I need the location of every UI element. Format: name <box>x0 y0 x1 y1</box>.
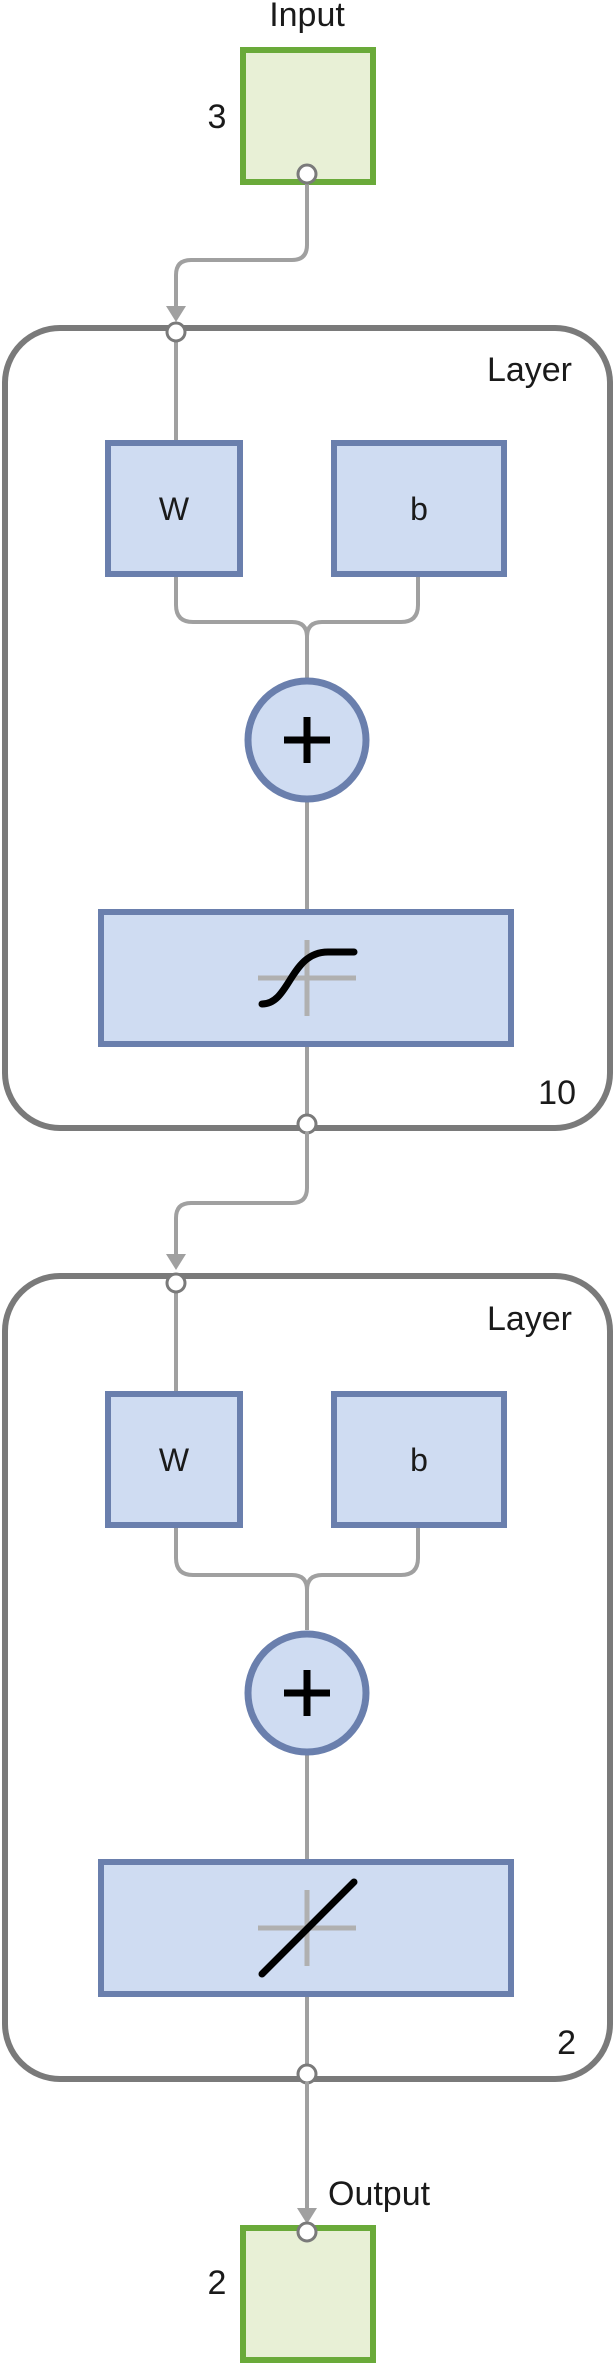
input-label: Input <box>269 0 345 34</box>
input-port <box>296 163 318 185</box>
layer2-label: Layer <box>487 1300 572 1338</box>
layer1-size: 10 <box>538 1074 576 1112</box>
purelin-line-icon <box>258 1878 358 1978</box>
layer1-to-layer2-wire <box>174 1132 309 1266</box>
layer1-label: Layer <box>487 351 572 389</box>
layer2-weight-block[interactable] <box>105 1391 243 1528</box>
layer2-internal-wires <box>174 1283 420 2074</box>
tansig-curve-icon <box>258 948 358 1008</box>
plus-icon <box>284 1670 330 1716</box>
layer1-input-port <box>165 321 187 343</box>
output-port <box>296 2221 318 2243</box>
layer2-weight-label: W <box>159 1442 190 1478</box>
layer1-output-port <box>296 1113 318 1135</box>
layer1-bias-block[interactable] <box>331 440 507 577</box>
layer2-output-port <box>296 2063 318 2085</box>
plus-icon <box>284 717 330 763</box>
input-block[interactable] <box>240 47 376 185</box>
layer2-bias-block[interactable] <box>331 1391 507 1528</box>
output-size: 2 <box>208 2264 227 2302</box>
layer1-arrowhead <box>166 1254 186 1270</box>
input-arrowhead <box>166 306 186 322</box>
layer1-bias-label: b <box>410 491 428 527</box>
input-to-layer1-wire <box>174 174 309 318</box>
layer2-input-port <box>165 1272 187 1294</box>
output-label: Output <box>328 2175 431 2213</box>
layer1-internal-wires <box>174 332 420 1124</box>
layer1-weight-block[interactable] <box>105 440 243 577</box>
input-size: 3 <box>208 98 227 136</box>
layer1-weight-label: W <box>159 491 190 527</box>
layer2-size: 2 <box>557 2024 576 2062</box>
tansig-axes <box>258 940 356 1016</box>
layer2-bias-label: b <box>410 1442 428 1478</box>
output-arrowhead <box>297 2208 317 2224</box>
output-block[interactable] <box>240 2225 376 2363</box>
